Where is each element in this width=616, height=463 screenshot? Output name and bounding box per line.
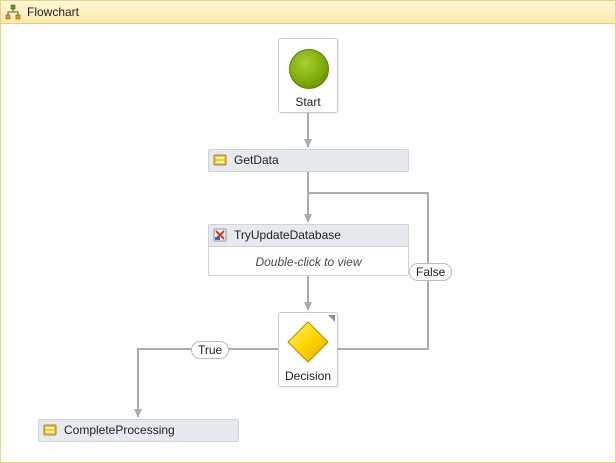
tryupdatedatabase-label: TryUpdateDatabase: [234, 228, 341, 242]
designer-title-bar[interactable]: Flowchart: [1, 1, 615, 24]
decision-label: Decision: [284, 369, 332, 383]
double-click-hint: Double-click to view: [255, 255, 362, 269]
start-circle-icon: [289, 49, 329, 89]
getdata-activity[interactable]: GetData: [208, 149, 409, 172]
sequence-icon: [213, 154, 227, 166]
start-label: Start: [295, 95, 321, 109]
start-node[interactable]: Start: [278, 38, 338, 113]
flowchart-icon: [5, 4, 21, 20]
false-transition-label[interactable]: False: [409, 263, 453, 281]
completeprocessing-activity[interactable]: CompleteProcessing: [38, 419, 239, 442]
true-transition-label[interactable]: True: [191, 341, 230, 359]
connector-decision-true[interactable]: [134, 348, 278, 418]
tryupdatedatabase-activity[interactable]: TryUpdateDatabase Double-click to view: [208, 224, 409, 276]
diamond-icon: [287, 321, 329, 363]
decision-corner-marker: [328, 315, 335, 322]
sequence-icon: [43, 424, 57, 436]
try-catch-icon: [213, 228, 227, 242]
completeprocessing-label: CompleteProcessing: [64, 423, 175, 437]
designer-title: Flowchart: [27, 5, 80, 19]
decision-node[interactable]: Decision: [278, 312, 338, 387]
getdata-label: GetData: [234, 153, 279, 167]
tryupdatedatabase-header: TryUpdateDatabase: [209, 225, 408, 247]
